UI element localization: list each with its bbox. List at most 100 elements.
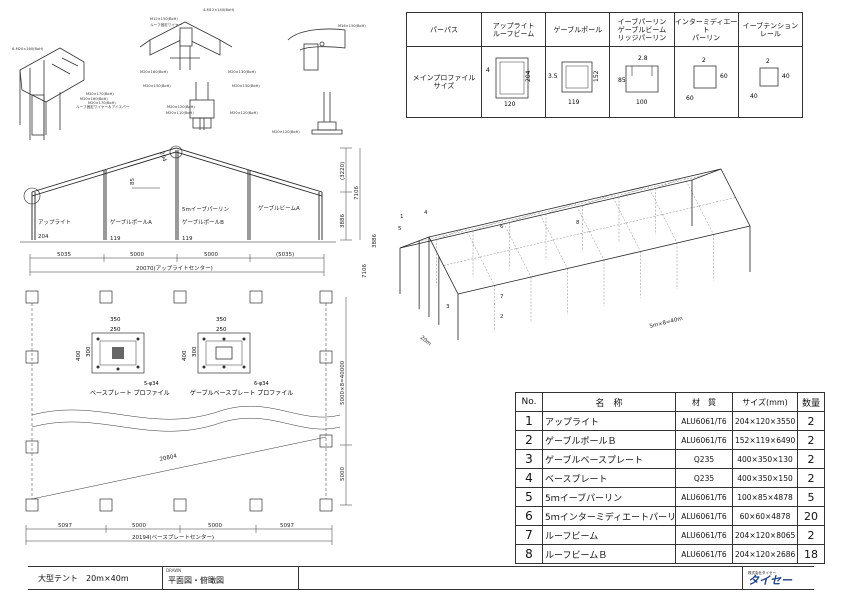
parts-cell-no: 7 <box>515 525 543 545</box>
label-m20-left2: M20×170(BoH) <box>86 92 114 96</box>
profile-header-gable: ゲーブルポール <box>545 12 611 47</box>
svg-text:119: 119 <box>568 99 580 106</box>
label-m20-c: M20×150(BoH) <box>232 84 260 88</box>
dim-side-5000: 5000 <box>340 467 346 481</box>
dim-height-total: 7106 <box>354 186 360 200</box>
svg-text:100: 100 <box>636 99 648 106</box>
svg-text:350: 350 <box>216 317 227 323</box>
parts-cell-qty: 2 <box>797 430 825 450</box>
label-m20-b: M20×130(BoH) <box>228 70 256 74</box>
svg-text:60: 60 <box>686 95 694 102</box>
svg-text:40: 40 <box>782 73 790 80</box>
iso-inter-purlin <box>596 191 634 201</box>
svg-text:2.8: 2.8 <box>638 55 648 62</box>
isometric-view: 3886 7106 5m×8=40m 20m 1 2 3 4 5 6 7 8 <box>362 168 751 348</box>
svg-text:6-φ34: 6-φ34 <box>254 381 269 387</box>
label-m12-b: M12×150(BoH) <box>150 17 178 21</box>
parts-cell-mat: ALU6061/T6 <box>675 411 733 431</box>
dim-upright-w: 204 <box>38 234 49 240</box>
svg-text:300: 300 <box>86 346 92 357</box>
parts-cell-qty: 2 <box>797 449 825 469</box>
iso-eave-purlin <box>618 188 656 198</box>
drawing-name-label: DRAWN <box>166 568 182 573</box>
iso-callout-1: 1 <box>400 214 404 220</box>
iso-ridge-purlin <box>574 194 612 204</box>
iso-eave-purlin <box>713 225 751 235</box>
iso-eave-purlin <box>494 276 532 286</box>
label-m20-mid3: M20×120(BoH) <box>230 111 258 115</box>
profile-eave-shape: 2.8 85 100 <box>609 46 675 118</box>
iso-inter-purlin <box>487 216 525 226</box>
dim-bottom-2: 5000 <box>132 523 146 529</box>
iso-ridge-purlin <box>611 185 649 195</box>
dim-height-top: (3220) <box>340 162 346 180</box>
profile-header-inter: インターミディエート パーリン <box>673 12 739 47</box>
iso-callout-7: 7 <box>500 294 504 300</box>
parts-cell-size: 204×120×2686 <box>732 544 798 564</box>
dim-diag: 20804 <box>159 453 178 463</box>
dim-pole-b: 119 <box>182 236 193 242</box>
iso-inter-purlin <box>552 231 590 241</box>
iso-eave-purlin <box>509 213 547 223</box>
iso-eave-purlin <box>603 251 641 261</box>
parts-cell-name: 5ｍイーブパーリン <box>542 487 676 507</box>
svg-text:5-φ34: 5-φ34 <box>144 381 159 387</box>
parts-cell-no: 1 <box>515 411 543 431</box>
iso-dim-h2: 7106 <box>362 264 368 278</box>
iso-eave-purlin <box>640 242 678 252</box>
label-m20-left3: M20×160(BoH) <box>80 97 108 101</box>
iso-callout-5: 5 <box>398 226 402 232</box>
drawing-name: 平面図・俯瞰図 <box>168 575 224 585</box>
iso-callout-3: 3 <box>446 304 450 310</box>
profile-header-upright: アップライト ルーフビーム <box>480 12 547 47</box>
svg-text:ゲーブルベースプレート プロファイル: ゲーブルベースプレート プロファイル <box>190 389 293 397</box>
parts-header-size: サイズ(mm) <box>732 392 798 412</box>
label-m20-left4: M20×170(BoH) <box>88 101 116 105</box>
iso-inter-purlin <box>633 182 671 192</box>
gable-plate-profile: 350 250 400 300 6-φ34 ゲーブルベースプレート プロファイル <box>182 317 293 397</box>
dim-bottom-total: 20194(ベースプレートセンター) <box>132 533 214 541</box>
parts-cell-size: 60×60×4878 <box>732 506 798 526</box>
parts-cell-mat: ALU6061/T6 <box>675 544 733 564</box>
parts-cell-no: 2 <box>515 430 543 450</box>
iso-inter-purlin <box>443 256 481 266</box>
profile-header-tension: イーブテンション レール <box>737 12 804 47</box>
iso-dim-w: 20m <box>419 335 432 348</box>
parts-cell-name: アップライト <box>542 411 676 431</box>
iso-ridge-purlin <box>428 228 466 238</box>
dim-span2: 5000 <box>130 252 144 258</box>
iso-inter-purlin <box>698 197 736 207</box>
parts-cell-qty: 20 <box>797 506 825 526</box>
label-m16: M16×150(BoH) <box>338 24 366 28</box>
dim-span1: 5035 <box>57 252 71 258</box>
iso-callout-4: 4 <box>424 210 428 216</box>
iso-eave-purlin <box>436 230 474 240</box>
profile-tension-shape: 2 40 40 <box>737 46 804 118</box>
label-gable-b: ゲーブルポールB <box>182 218 224 226</box>
parts-cell-mat: Q235 <box>675 449 733 469</box>
label-upright: アップライト <box>38 219 71 226</box>
parts-cell-mat: ALU6061/T6 <box>675 430 733 450</box>
dim-bottom-1: 5097 <box>58 523 72 529</box>
dim-bottom-3: 5000 <box>208 523 222 529</box>
label-m20-d: M20×150(BoH) <box>143 84 171 88</box>
svg-text:ベースプレート プロファイル: ベースプレート プロファイル <box>90 390 170 397</box>
iso-eave-purlin <box>567 259 605 269</box>
parts-cell-qty: 2 <box>797 468 825 488</box>
svg-text:250: 250 <box>216 327 227 333</box>
parts-cell-no: 5 <box>515 487 543 507</box>
iso-eave-purlin <box>399 239 437 249</box>
parts-header-qty: 数量 <box>797 392 825 412</box>
label-gable-beam: ゲーブルビームA <box>258 204 300 212</box>
iso-inter-purlin <box>560 199 598 209</box>
iso-inter-purlin <box>662 205 700 215</box>
iso-inter-purlin <box>625 214 663 224</box>
iso-roof-beam <box>720 168 751 227</box>
title-block: 大型テント 20m×40m DRAWN 平面図・俯瞰図 株式会社タイセー タイセ… <box>28 566 814 590</box>
profile-gable-shape: 152 119 3.5 <box>545 46 611 118</box>
parts-cell-mat: ALU6061/T6 <box>675 525 733 545</box>
